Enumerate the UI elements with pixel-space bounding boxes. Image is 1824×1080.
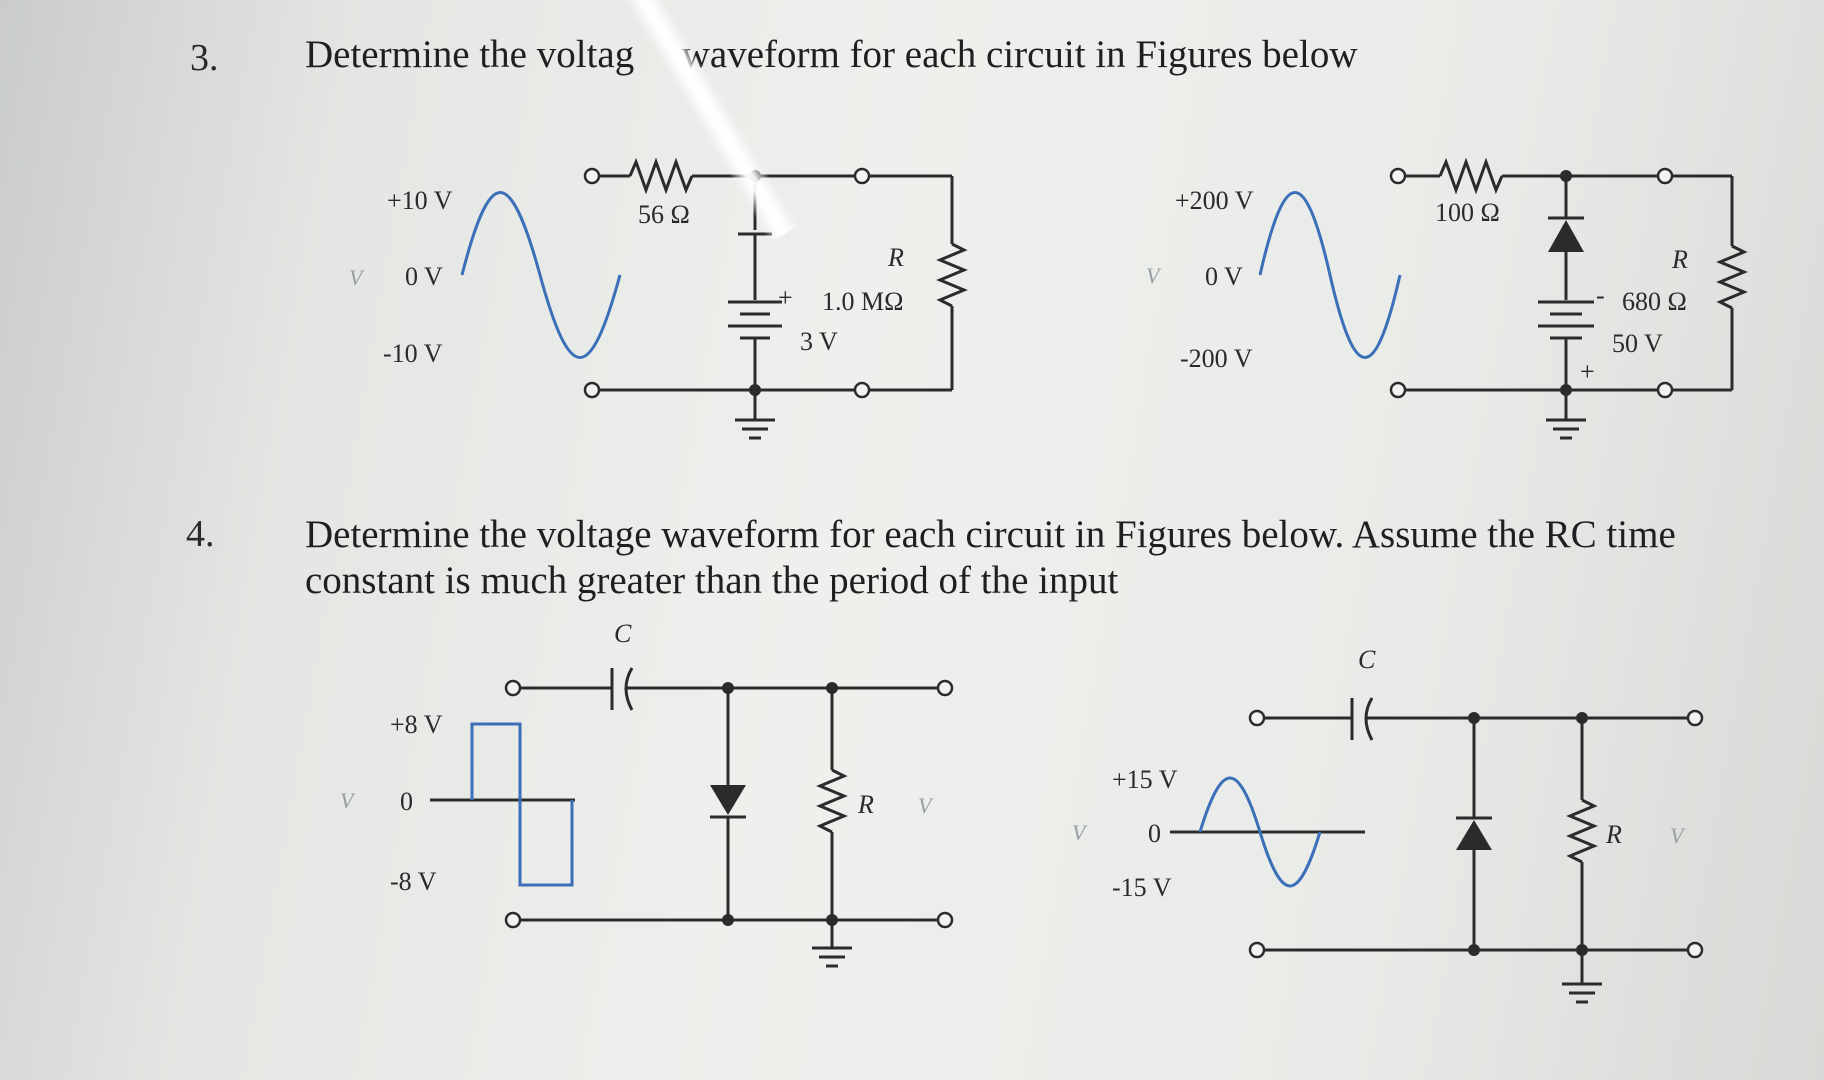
circuit-a-rl-value: 1.0 MΩ xyxy=(822,287,903,316)
circuit-a-resistor-value: 56 Ω xyxy=(638,200,690,229)
circuit-a-vzero: 0 V xyxy=(405,262,443,291)
circuit-c-vneg: -8 V xyxy=(390,867,437,896)
question-3-number: 3. xyxy=(190,37,219,79)
circuit-a-input-sine xyxy=(460,191,622,359)
circuit-a-vpos: +10 V xyxy=(387,186,453,215)
circuit-b-output-terminal-top xyxy=(1656,167,1674,185)
circuit-d-input-terminal-bottom xyxy=(1248,941,1266,959)
circuit-b-vzero: 0 V xyxy=(1205,262,1243,291)
circuit-c-cap-label: C xyxy=(614,619,632,648)
circuit-a: +10 V V 0 V -10 V 56 Ω R 1.0 MΩ xyxy=(349,157,968,440)
circuit-c-vin: V xyxy=(340,788,356,813)
circuit-a-resistor xyxy=(628,157,694,195)
question-4-line2: constant is much greater than the period… xyxy=(305,559,1119,602)
question-4-number: 4. xyxy=(186,513,215,555)
circuit-a-vin: V xyxy=(349,265,365,290)
circuit-a-input-terminal-top xyxy=(583,167,601,185)
circuit-d-input-sine xyxy=(1198,776,1322,888)
question-3-text: Determine the voltag waveform for each c… xyxy=(305,32,1357,78)
circuit-d-cap-label: C xyxy=(1358,645,1376,674)
circuit-d-vneg: -15 V xyxy=(1112,873,1172,902)
circuit-a-rl-label: R xyxy=(887,243,904,272)
circuit-a-load-resistor xyxy=(936,242,968,308)
circuit-b-input-terminal-top xyxy=(1389,167,1407,185)
circuit-b-battery-plus: + xyxy=(1580,357,1595,386)
circuit-b: +200 V V 0 V -200 V 100 Ω R 680 Ω xyxy=(1146,157,1748,440)
circuit-c: C R V xyxy=(340,619,954,968)
circuit-b-resistor-value: 100 Ω xyxy=(1435,198,1500,227)
circuit-c-diode xyxy=(710,785,746,815)
circuit-b-vin: V xyxy=(1146,263,1162,288)
circuit-a-output-terminal-top xyxy=(853,167,871,185)
circuit-c-output-terminal-bottom xyxy=(936,911,954,929)
circuit-c-input-square xyxy=(470,722,574,887)
circuit-c-input-terminal-bottom xyxy=(504,911,522,929)
circuit-b-rl-value: 680 Ω xyxy=(1622,287,1687,316)
circuit-b-resistor xyxy=(1438,157,1504,195)
question-3-text-part1: Determine the voltag xyxy=(305,33,635,76)
circuit-b-vneg: -200 V xyxy=(1180,344,1253,373)
circuit-c-resistor xyxy=(816,768,848,834)
circuit-b-output-terminal-bottom xyxy=(1656,381,1674,399)
circuit-d-vzero: 0 xyxy=(1148,819,1161,848)
circuit-b-input-terminal-bottom xyxy=(1389,381,1407,399)
circuit-c-r-label: R xyxy=(857,790,874,819)
circuit-d-vin: V xyxy=(1072,820,1088,845)
question-4-text: Determine the voltage waveform for each … xyxy=(305,512,1805,604)
circuit-d-vout-label: V xyxy=(1670,823,1686,848)
circuit-b-battery-value: 50 V xyxy=(1612,329,1663,358)
circuit-c-output-terminal-top xyxy=(936,679,954,697)
circuit-b-input-sine xyxy=(1258,191,1402,359)
circuit-b-load-resistor xyxy=(1716,244,1748,310)
circuit-d-output-terminal-top xyxy=(1686,709,1704,727)
circuit-d-resistor xyxy=(1566,798,1598,864)
circuit-c-vout-label: V xyxy=(918,793,934,818)
circuit-c-vpos: +8 V xyxy=(390,710,443,739)
circuit-d-vpos: +15 V xyxy=(1112,765,1178,794)
circuit-a-output-terminal-bottom xyxy=(853,381,871,399)
circuit-d-output-terminal-bottom xyxy=(1686,941,1704,959)
question-3-text-part2: waveform for each circuit in Figures bel… xyxy=(681,33,1358,76)
circuit-d: C R V xyxy=(1072,645,1704,1004)
circuit-a-input-terminal-bottom xyxy=(583,381,601,399)
question-4-line1: Determine the voltage waveform for each … xyxy=(305,513,1676,556)
circuit-d-r-label: R xyxy=(1605,820,1622,849)
circuit-c-vzero: 0 xyxy=(400,787,413,816)
circuit-a-battery-value: 3 V xyxy=(800,327,838,356)
circuit-c-input-terminal-top xyxy=(504,679,522,697)
circuit-b-vpos: +200 V xyxy=(1175,186,1254,215)
circuit-b-battery-minus: - xyxy=(1596,281,1605,310)
circuit-a-vneg: -10 V xyxy=(383,339,443,368)
circuit-b-rl-label: R xyxy=(1671,245,1688,274)
circuit-a-battery-plus: + xyxy=(778,283,793,312)
circuit-d-input-terminal-top xyxy=(1248,709,1266,727)
